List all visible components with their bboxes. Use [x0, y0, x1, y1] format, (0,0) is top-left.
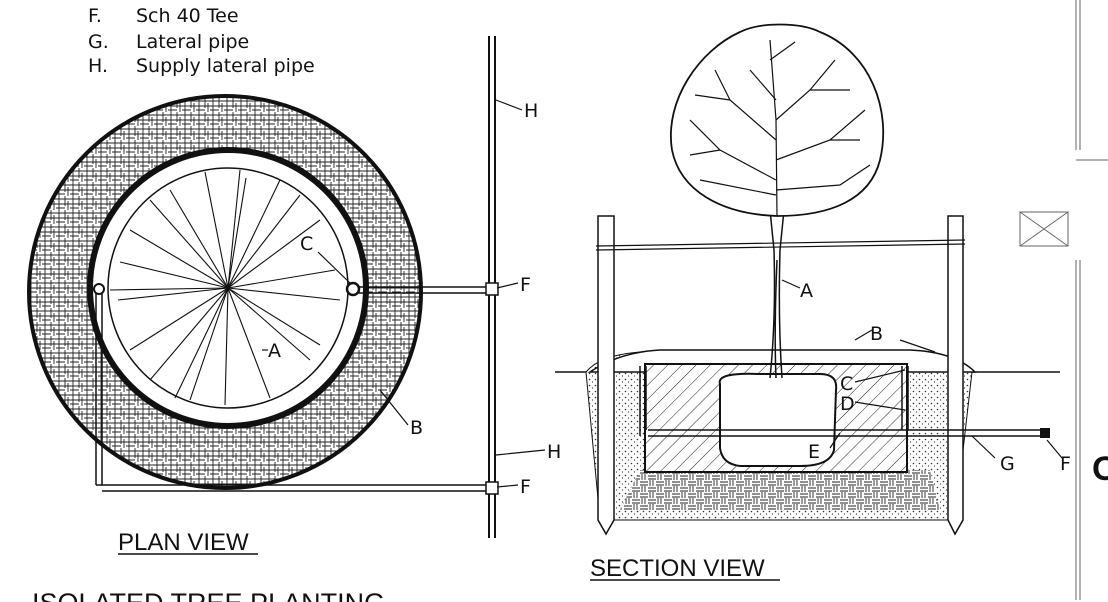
section-tee — [1040, 428, 1050, 438]
plan-root-lines — [109, 169, 341, 406]
plan-tee-2 — [485, 481, 499, 495]
adjacent-drawing-fragment — [1019, 0, 1108, 600]
section-callout-f: F — [1060, 453, 1071, 475]
legend-key-f: F. — [88, 5, 102, 27]
section-callout-b: B — [870, 323, 883, 345]
plan-callout-h2: H — [547, 441, 561, 463]
plan-lateral-pipes — [93, 281, 499, 495]
section-callout-g: G — [1000, 453, 1015, 475]
legend-key-g: G. — [88, 31, 109, 53]
section-lateral-pipe — [639, 366, 1050, 438]
legend: F. Sch 40 Tee G. Lateral pipe H. Supply … — [88, 5, 315, 77]
drawing-title: ISOLATED TREE PLANTING — [32, 588, 385, 602]
section-tree-canopy — [670, 23, 885, 217]
section-root-ball — [718, 372, 838, 467]
section-view-title: SECTION VIEW — [590, 555, 765, 582]
plan-callout-a: A — [268, 340, 281, 362]
plan-callout-b: B — [410, 417, 423, 439]
plan-bubbler-c — [345, 281, 361, 297]
plan-callout-f2: F — [520, 476, 531, 498]
plan-tee-1 — [485, 282, 499, 296]
svg-text:O: O — [1092, 450, 1108, 488]
plan-view-title: PLAN VIEW — [118, 529, 249, 556]
section-callout-a: A — [800, 280, 813, 302]
section-callout-c: C — [840, 373, 853, 395]
plan-callout-c: C — [300, 233, 313, 255]
legend-text-g: Lateral pipe — [136, 31, 249, 53]
legend-key-h: H. — [88, 55, 108, 77]
section-tree-trunk — [769, 209, 785, 379]
section-view: A B C D E G F SECTION VIEW — [555, 23, 1071, 582]
legend-text-h: Supply lateral pipe — [136, 55, 315, 77]
plan-view: H F F H C A B PLAN VIEW — [27, 36, 561, 556]
section-callout-e: E — [808, 441, 820, 463]
legend-text-f: Sch 40 Tee — [136, 5, 239, 27]
plan-callout-h1: H — [524, 100, 538, 122]
plan-callout-f1: F — [520, 274, 531, 296]
section-stakes — [597, 215, 964, 536]
section-callout-d: D — [840, 393, 855, 415]
